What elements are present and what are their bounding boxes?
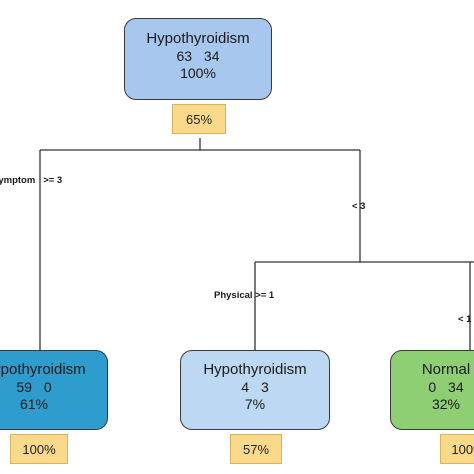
leaf-right-probability: 100% — [440, 434, 474, 464]
root-node-title: Hypothyroidism — [146, 30, 250, 47]
root-node: Hypothyroidism 63 34 100% — [124, 18, 272, 100]
leaf-left-percent: 61% — [19, 396, 49, 412]
leaf-right-percent: 32% — [431, 396, 461, 412]
leaf-right-title: Normal — [421, 361, 471, 378]
edge-label-less-3: < 3 — [352, 201, 366, 212]
leaf-middle-percent: 7% — [244, 396, 266, 412]
leaf-middle-probability: 57% — [230, 434, 282, 464]
edge-label-symptom: Symptom >= 3 — [0, 175, 63, 186]
leaf-node-middle: Hypothyroidism 4 3 7% — [180, 350, 330, 430]
leaf-left-probability: 100% — [10, 434, 68, 464]
leaf-left-title: Hypothyroidism — [0, 361, 86, 378]
leaf-middle-title: Hypothyroidism — [203, 361, 307, 378]
edge-label-less-1: < 1 — [458, 314, 472, 325]
leaf-node-right: Normal 0 34 32% — [390, 350, 474, 430]
leaf-right-counts: 0 34 — [428, 379, 464, 395]
edge-label-physical: Physical >= 1 — [214, 290, 275, 301]
leaf-middle-counts: 4 3 — [241, 379, 269, 395]
root-node-percent: 100% — [180, 65, 216, 81]
leaf-left-counts: 59 0 — [16, 379, 52, 395]
root-node-counts: 63 34 — [176, 48, 220, 64]
leaf-node-left: Hypothyroidism 59 0 61% — [0, 350, 108, 430]
root-node-probability: 65% — [172, 104, 226, 134]
